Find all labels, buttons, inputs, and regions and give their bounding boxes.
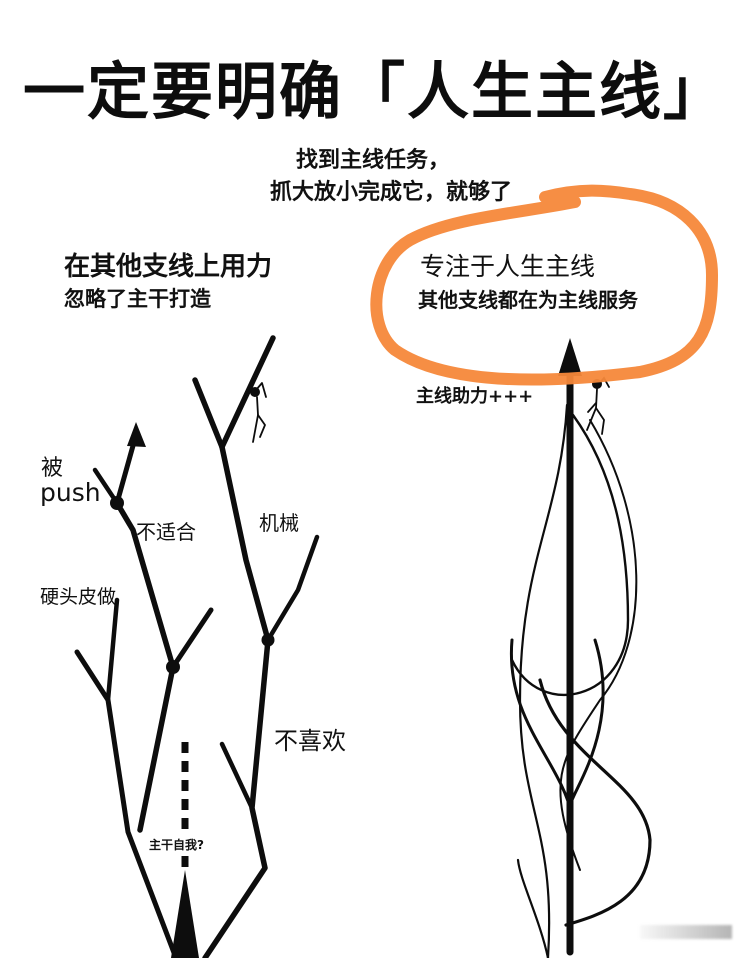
right-main-line [509,338,652,958]
stick-figure-icon [250,382,267,443]
left-heading: 在其他支线上用力 [64,252,273,282]
label-dislike: 不喜欢 [274,727,346,755]
label-pushed-1: 被 [41,456,64,481]
label-unsuitable: 不适合 [136,520,196,544]
watermark [640,925,732,939]
trunk-base-icon [171,870,199,958]
right-heading: 专注于人生主线 [420,252,596,281]
stick-figure-icon [586,376,610,435]
page-title: 一定要明确「人生主线」 [22,55,727,128]
top-note-line-1: 找到主线任务， [296,148,451,173]
left-branching-trees [74,335,320,958]
label-mechanical: 机械 [259,511,299,535]
top-note-line-2: 抓大放小完成它，就够了 [270,180,513,205]
label-pushed-2: push [40,478,101,507]
label-main-line-boost: 主线助力+++ [416,386,534,407]
label-trunk-self: 主干自我? [149,836,204,853]
label-reluctant: 硬头皮做 [40,586,117,608]
left-subheading: 忽略了主干打造 [64,287,211,311]
arrowhead-icon [558,338,582,376]
right-subheading: 其他支线都在为主线服务 [418,288,638,312]
arrowhead-icon [127,422,146,447]
highlight-circle [370,184,718,386]
